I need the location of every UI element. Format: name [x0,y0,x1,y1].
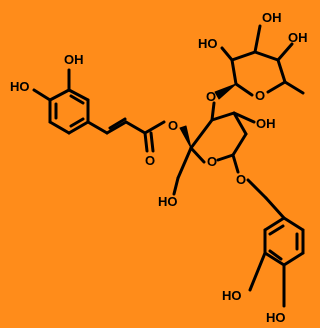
label-caffeoyl-oh: OH [64,52,84,67]
label-rhamnose-ho: HO [198,36,218,51]
label-rhamnose-oh-top: OH [262,10,282,25]
rhamnose-ring [214,24,305,100]
glucose-ring [172,101,256,196]
dihydroxyphenylethyl-group [246,178,305,308]
label-caffeoyl-ho: HO [10,79,30,94]
label-rhamnose-oh-right: OH [288,30,308,45]
label-rhamnose-ring-oxygen: O [255,88,265,103]
caffeoyl-group [32,68,166,153]
label-carbonyl-oxygen: O [145,153,155,168]
label-glucose-ho: HO [158,194,178,209]
label-glucose-oh: OH [256,116,276,131]
label-glycosidic-oxygen: O [206,89,216,104]
label-aglycone-oxygen: O [236,172,246,187]
label-dihydroxyphenyl-ho-1: HO [222,288,242,303]
label-glucose-ring-oxygen: O [207,154,217,169]
label-dihydroxyphenyl-ho-2: HO [266,310,286,325]
label-ester-oxygen: O [168,118,178,133]
